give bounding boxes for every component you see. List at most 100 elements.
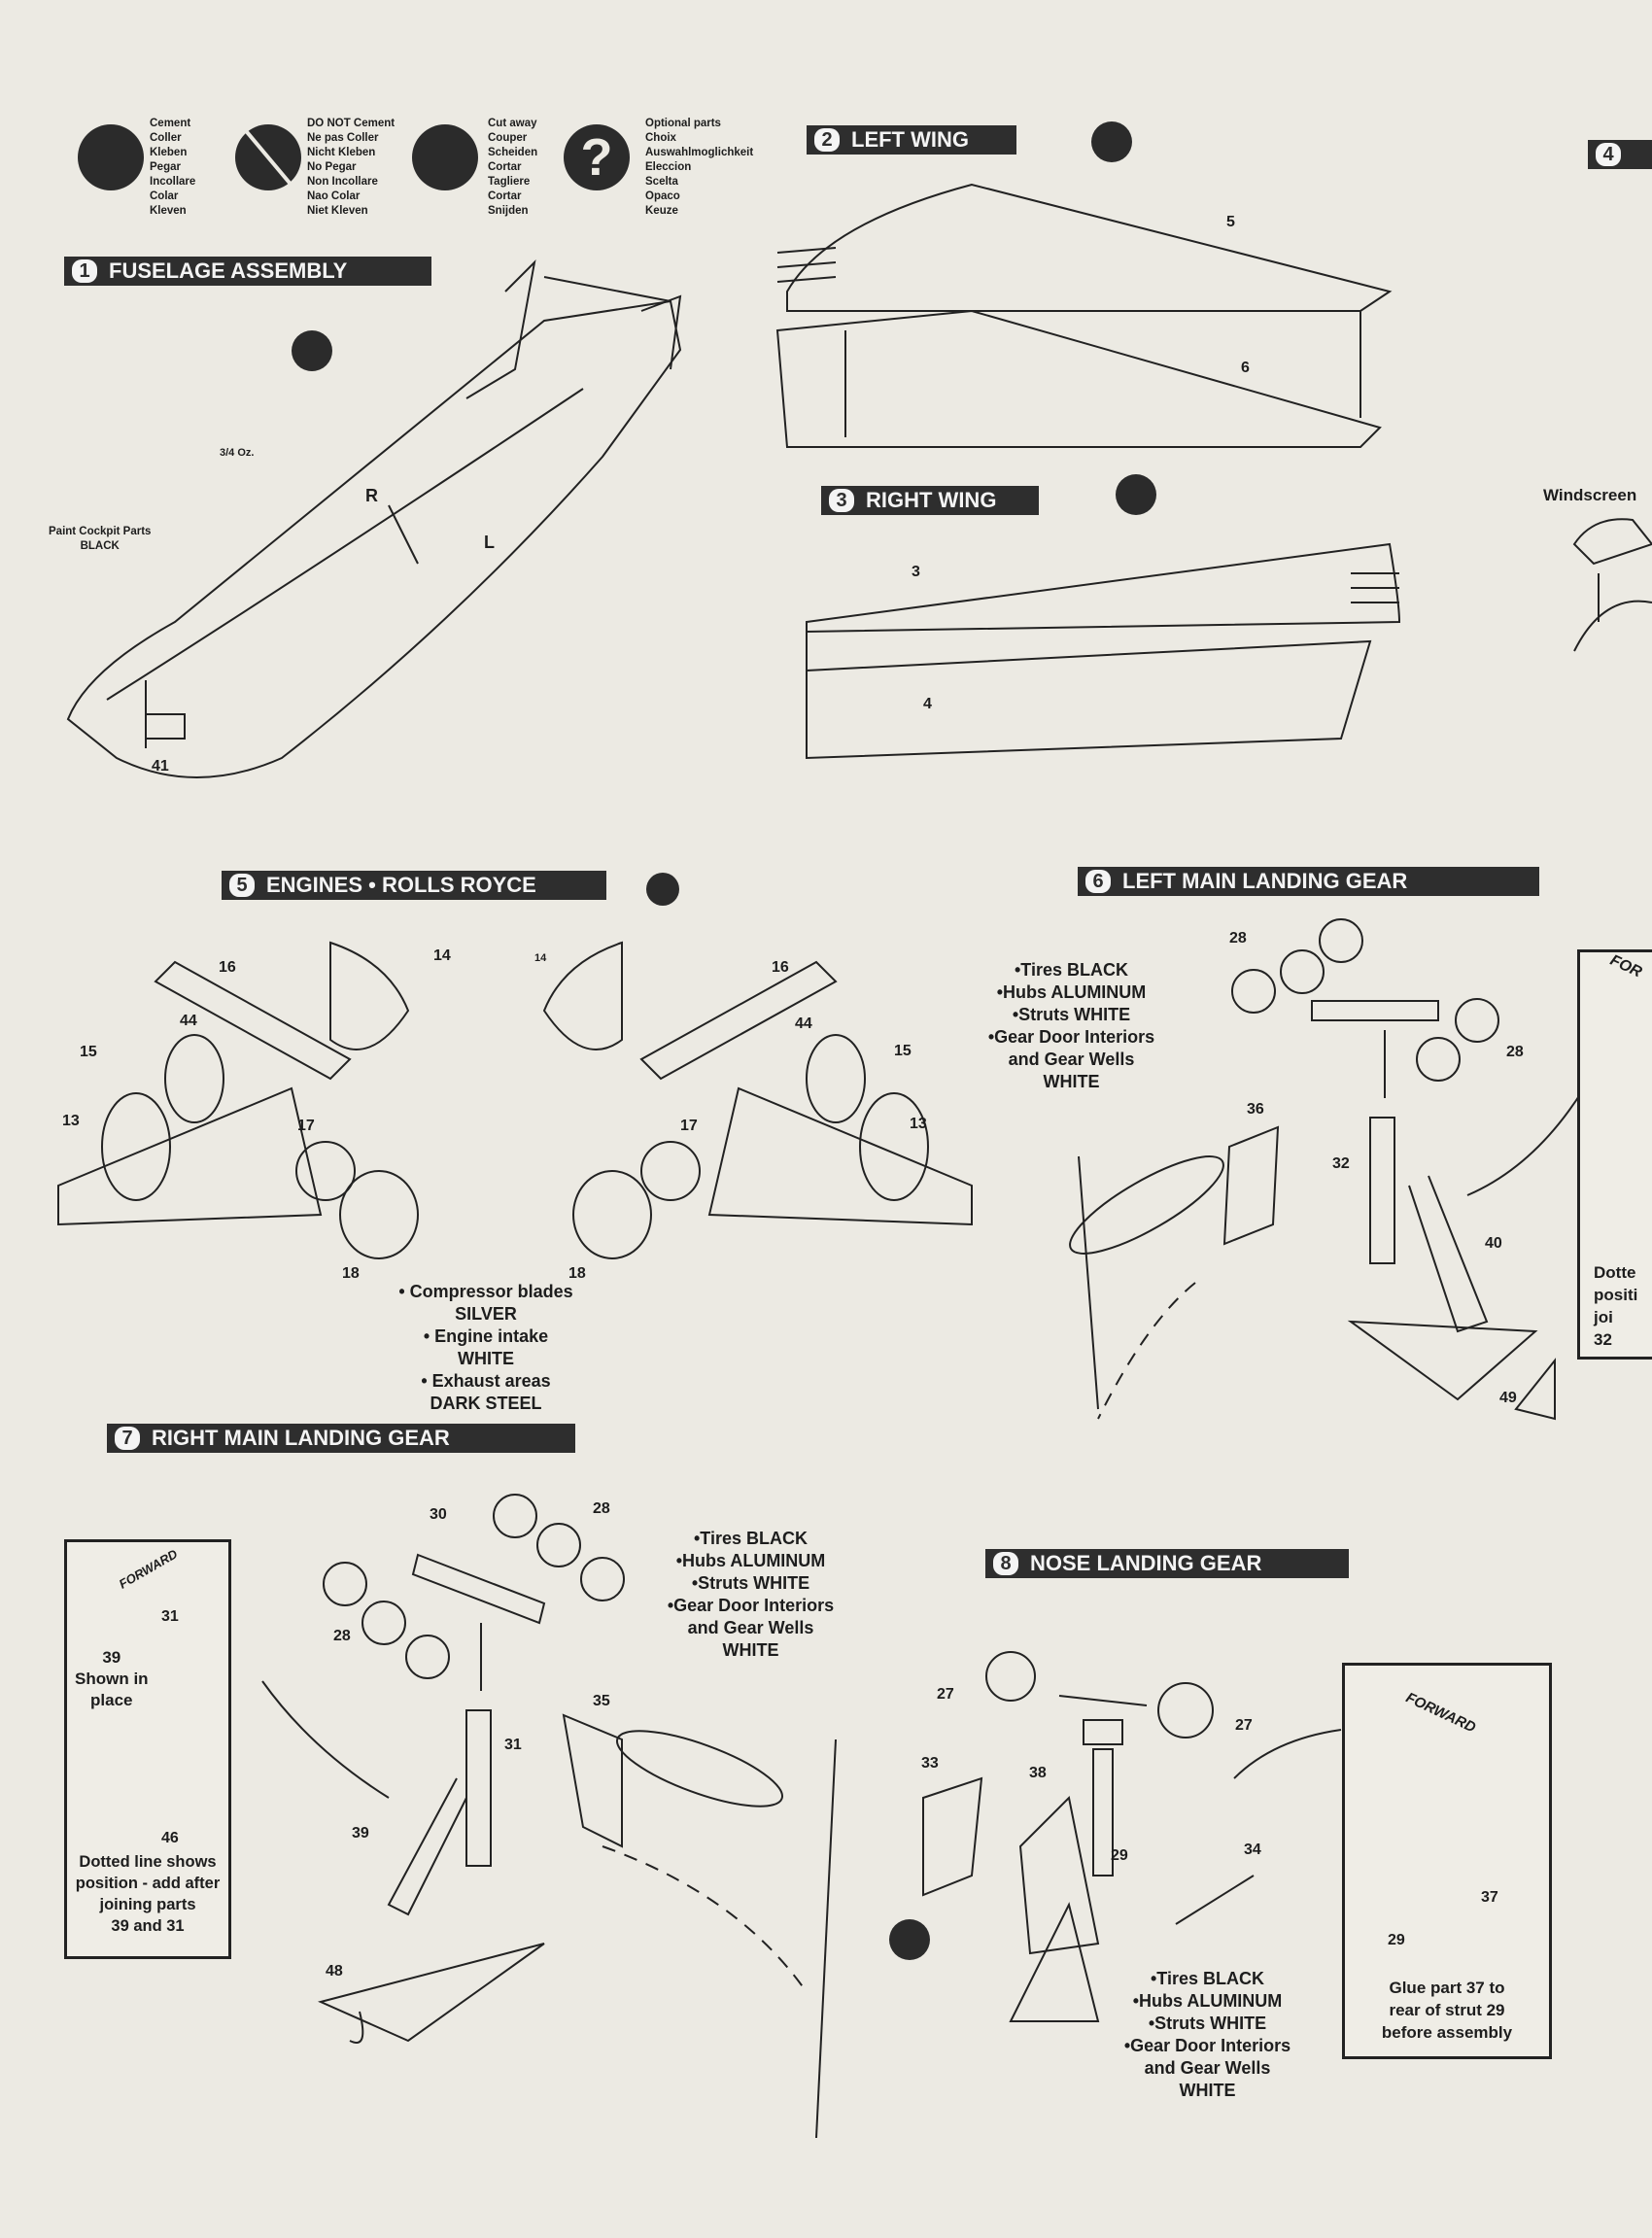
cement-icon [292,330,332,371]
step-title: ENGINES • ROLLS ROYCE [266,873,536,897]
inset-note: Dotte positi joi 32 [1594,1263,1638,1349]
shown-in-place-note: 39 Shown in place [75,1648,149,1709]
step8-inset-box: FORWARD 37 29 Glue part 37 to rear of st… [1342,1663,1552,2059]
step-title: RIGHT WING [866,488,997,512]
step-number: 2 [814,128,840,152]
part-label: 48 [326,1963,343,1980]
left-wing-drawing [775,183,1393,448]
legend-optional-text: Optional parts Choix Auswahlmoglichkeit … [645,118,754,217]
part-label: 17 [680,1118,698,1134]
part-label-R: R [365,486,378,505]
no-cement-icon [235,124,301,190]
step-6-header: 6 LEFT MAIN LANDING GEAR [1078,867,1539,896]
nose-gear-paint-notes: •Tires BLACK •Hubs ALUMINUM •Struts WHIT… [1123,1969,1291,2100]
cement-icon [1091,121,1132,162]
part-label: 40 [1485,1235,1502,1252]
step-7-header: 7 RIGHT MAIN LANDING GEAR [107,1424,575,1453]
cement-tube-icon [78,124,144,190]
part-label: 36 [1247,1101,1264,1118]
right-wing-drawing [806,542,1401,760]
part-label: 15 [80,1044,97,1060]
part-label: 28 [1229,930,1247,947]
part-label: 28 [1506,1044,1524,1060]
part-label-37: 37 [1481,1889,1498,1906]
part-label-31: 31 [161,1608,179,1625]
part-label: 18 [568,1265,586,1282]
cockpit-paint-note: Paint Cockpit Parts BLACK [49,526,152,552]
part-label-29: 29 [1388,1932,1405,1948]
part-label: 35 [593,1693,610,1709]
step-number: 7 [115,1427,140,1450]
weight-label: 3/4 Oz. [220,447,255,459]
part-label: 44 [795,1016,812,1032]
hobby-knife-icon [412,124,478,190]
part-label-3: 3 [912,564,920,580]
step-number: 6 [1085,870,1111,893]
part-label: 30 [430,1506,447,1523]
part-label-5: 5 [1226,214,1235,230]
part-label-6: 6 [1241,360,1250,376]
legend-cut-text: Cut away Couper Scheiden Cortar Tagliere… [488,118,538,217]
engine-paint-notes: • Compressor blades SILVER • Engine inta… [398,1282,573,1413]
step6-inset-box: FOR Dotte positi joi 32 [1577,949,1652,1360]
left-gear-paint-notes: •Tires BLACK •Hubs ALUMINUM •Struts WHIT… [987,960,1155,1091]
part-label: 13 [62,1113,80,1129]
arrow-curve [1233,1729,1342,1779]
part-label-L: L [484,533,495,552]
part-label: 27 [937,1686,954,1703]
legend-no-cement-text: DO NOT Cement Ne pas Coller Nicht Kleben… [307,118,396,217]
dotted-line-note: Dotted line shows position - add after j… [75,1853,221,1935]
part-label: 18 [342,1265,360,1282]
part-label-46: 46 [161,1830,179,1846]
cement-icon [1116,474,1156,515]
part-label: 31 [504,1737,522,1753]
question-mark-icon: ? [564,124,630,190]
step-number: 8 [993,1552,1018,1575]
windscreen-drawing [1572,518,1652,652]
step-2-header: 2 LEFT WING [807,125,1016,155]
nose-gear-drawing [922,1651,1255,2022]
legend-cement-text: Cement Coller Kleben Pegar Incollare Col… [150,118,196,217]
step-5-header: 5 ENGINES • ROLLS ROYCE [222,871,606,900]
arrow-curve [1466,1087,1585,1196]
part-label: 13 [910,1116,927,1132]
step-number: 5 [229,874,255,897]
forward-label: FORWARD [116,1546,181,1592]
part-label: 14 [534,952,547,964]
cement-icon [646,873,679,906]
part-label: 38 [1029,1765,1047,1781]
step-title: RIGHT MAIN LANDING GEAR [152,1426,450,1450]
left-engine-drawing [57,941,419,1259]
part-label: 16 [219,959,236,976]
windscreen-label: Windscreen [1543,486,1637,504]
right-gear-paint-notes: •Tires BLACK •Hubs ALUMINUM •Struts WHIT… [667,1529,835,1660]
part-label: 29 [1111,1847,1128,1864]
part-label: 17 [297,1118,315,1134]
part-label: 28 [593,1500,610,1517]
part-label: 28 [333,1628,351,1644]
step-4-header: 4 [1588,140,1652,169]
step-title: LEFT MAIN LANDING GEAR [1122,869,1408,893]
glue-note: Glue part 37 to rear of strut 29 before … [1381,1979,1513,2042]
part-label: 15 [894,1043,912,1059]
part-label: 16 [772,959,789,976]
forward-label: FOR [1607,951,1645,981]
step-number: 4 [1596,143,1621,166]
part-label: 33 [921,1755,939,1772]
arrow-curve [261,1680,390,1799]
part-label-41: 41 [152,758,169,775]
step-title: FUSELAGE ASSEMBLY [109,258,348,283]
right-engine-drawing [542,941,973,1259]
step-title: NOSE LANDING GEAR [1030,1551,1262,1575]
part-label: 39 [352,1825,369,1842]
cement-icon [889,1919,930,1960]
part-label: 27 [1235,1717,1253,1734]
step-title: LEFT WING [851,127,969,152]
step-8-header: 8 NOSE LANDING GEAR [985,1549,1349,1578]
fuselage-drawing [66,259,682,778]
forward-label: FORWARD [1403,1689,1479,1737]
part-label: 32 [1332,1155,1350,1172]
part-label: 34 [1244,1842,1261,1858]
